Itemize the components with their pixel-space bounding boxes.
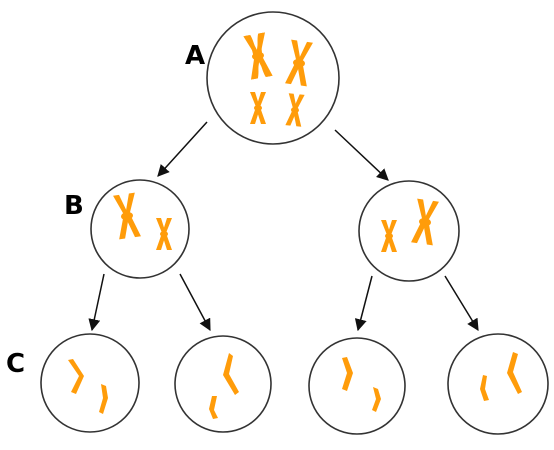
stage-label-c: C (6, 349, 25, 379)
chromosome-x-small (156, 218, 172, 250)
chromosome-x-small (250, 92, 266, 124)
chromatid-small (209, 396, 218, 419)
cell-c1 (40, 333, 140, 433)
arrow-b-left-to-c1 (88, 273, 105, 332)
chromosome-x-large (243, 32, 273, 80)
cell-c2 (174, 335, 272, 433)
cell-b-right (358, 180, 460, 282)
cell-c3 (308, 337, 406, 435)
chromatid-large (507, 352, 522, 394)
arrow-a-to-b-right (334, 129, 389, 181)
stage-label-b: B (64, 191, 84, 221)
chromatid-small (480, 375, 489, 401)
chromosome-x-large (285, 39, 313, 87)
arrow-b-right-to-c3 (354, 275, 373, 332)
chromatid-small (99, 384, 108, 414)
chromatid-large (342, 357, 353, 391)
chromatid-large (223, 353, 239, 395)
chromatid-large (68, 359, 84, 394)
chromosome-x-small (381, 220, 397, 252)
stage-label-a: A (185, 41, 205, 71)
arrow-b-left-to-c2 (179, 273, 211, 332)
arrows (88, 121, 479, 332)
cell-c4 (447, 333, 549, 435)
cell-b-left (90, 179, 190, 279)
arrow-b-right-to-c4 (444, 275, 479, 332)
chromatid-small (372, 387, 381, 412)
chromosome-x-small (285, 93, 305, 127)
chromosome-x-large (411, 198, 439, 246)
cell-a (206, 11, 340, 145)
chromosome-x-large (113, 192, 141, 240)
arrow-a-to-b-left (157, 121, 208, 177)
